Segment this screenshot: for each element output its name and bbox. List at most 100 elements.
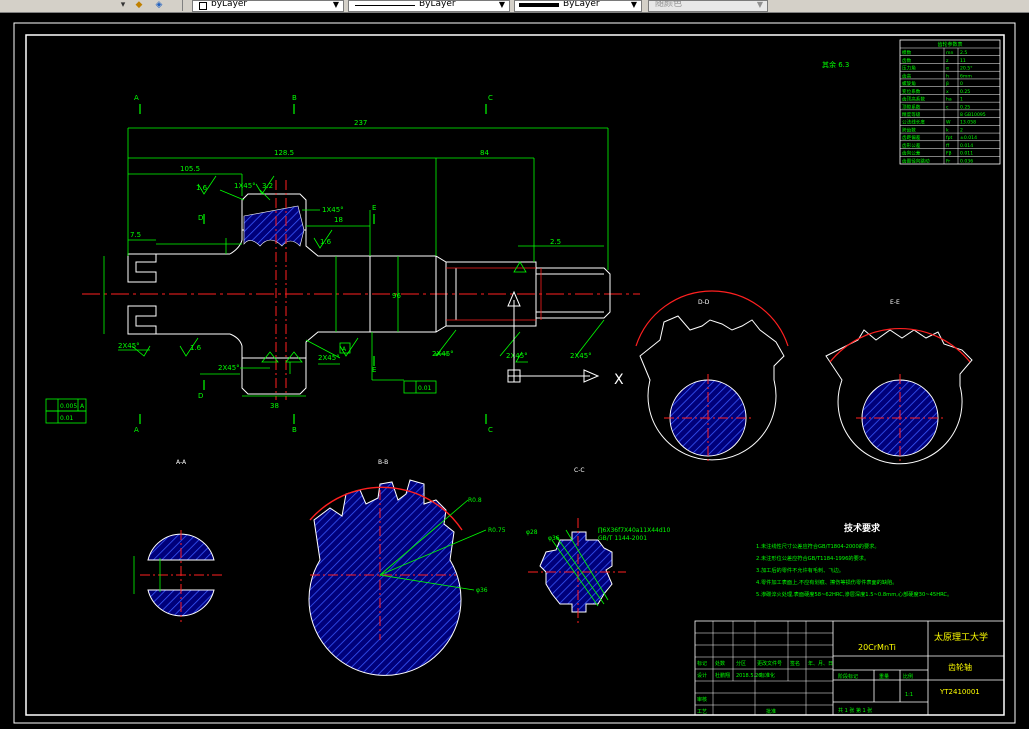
dim-96: 96 xyxy=(392,292,401,300)
linetype-combo[interactable]: ByLayer ▼ xyxy=(348,0,510,12)
tol-value-3: 0.01 xyxy=(418,385,432,392)
gear-param-name: 齿距偏差 xyxy=(902,134,921,141)
gear-param-symbol: z xyxy=(946,59,949,64)
chevron-down-icon: ▼ xyxy=(498,0,506,9)
section-mark-b-bottom: B xyxy=(292,426,297,434)
section-c-spline-view: C-C φ28 φ36 ∏6X36f7X40a11X44d10 GB/T 114… xyxy=(526,467,670,626)
section-mark-d-top: D xyxy=(198,214,203,222)
gear-param-symbol: k xyxy=(946,127,949,133)
tolerance-frame-3 xyxy=(403,380,437,394)
tb-date: 2018.5.26 xyxy=(736,673,761,679)
section-a-label: A-A xyxy=(176,459,187,466)
gear-param-value: 13.058 xyxy=(960,120,976,126)
section-a-view: A-A xyxy=(133,459,222,622)
linetype-combo-label: ByLayer xyxy=(419,0,456,9)
gear-outline-e xyxy=(825,329,973,465)
gear-param-symbol: h xyxy=(946,73,949,79)
gear-param-name: 模数 xyxy=(902,49,912,56)
chamfer-1x45-a: 1X45° xyxy=(234,182,256,190)
roughness-other-note: 其余 6.3 xyxy=(822,60,849,69)
section-mark-e-top: E xyxy=(372,204,376,212)
section-mark-e-bottom: E xyxy=(372,366,376,374)
tech-line-4: 4.零件加工表面上,不应有划痕、擦伤等损伤零件表面的缺陷。 xyxy=(756,578,897,586)
linetype-preview xyxy=(355,5,415,6)
roughness-symbol xyxy=(197,175,217,195)
gear-param-value: 2.5 xyxy=(960,50,967,56)
lineweight-combo[interactable]: ByLayer ▼ xyxy=(514,0,642,12)
title-block: 标记 处数 分区 更改文件号 签名 年、月、日 设计 杜鹏翔 2018.5.26… xyxy=(694,620,1005,716)
gear-param-name: 压力角 xyxy=(902,65,916,72)
section-mark-a-bottom: A xyxy=(134,426,139,434)
gear-param-value: 1 xyxy=(960,97,963,103)
section-e-label: E-E xyxy=(890,299,900,306)
gear-param-name: 齿形公差 xyxy=(902,142,921,149)
tb-material: 20CrMnTi xyxy=(858,643,896,652)
chamfer-1x45-b: 1X45° xyxy=(322,206,344,214)
section-mark-b-top: B xyxy=(292,94,297,102)
tb-scale: 1:1 xyxy=(905,692,913,698)
chamfer-2x45-d: 2X45° xyxy=(432,350,454,358)
chamfer-2x45-c: 2X45° xyxy=(318,354,340,362)
gear-param-value: 6mm xyxy=(960,73,972,79)
dim-r-b2: R0.75 xyxy=(488,527,506,534)
layer-combo[interactable]: byLayer ▼ xyxy=(192,0,344,12)
gear-param-name: 螺旋角 xyxy=(902,80,916,87)
plotstyle-combo[interactable]: 随颜色 ▼ xyxy=(648,0,768,12)
drawing-canvas[interactable]: A A B B C C D D E E 237 128.5 105.5 84 7… xyxy=(0,12,1029,729)
tol-value-1: 0.005 xyxy=(60,403,77,410)
ucs-icon xyxy=(507,290,600,383)
dim-d-c2: φ36 xyxy=(548,535,560,542)
gear-param-value: 11 xyxy=(960,58,966,64)
spline-standard: GB/T 1144-2001 xyxy=(598,535,647,542)
tb-weight: 重量 xyxy=(879,673,889,680)
plotstyle-combo-label: 随颜色 xyxy=(655,0,683,9)
tb-row-label-4: 更改文件号 xyxy=(757,660,782,667)
dropdown-arrow-icon[interactable]: ▾ xyxy=(120,0,126,10)
gear-param-symbol: Fr xyxy=(946,158,950,164)
gear-param-symbol: c xyxy=(946,105,949,110)
dim-overall: 237 xyxy=(354,119,367,127)
tb-row-label-6: 年、月、日 xyxy=(808,660,833,667)
tb-row-label-1: 标记 xyxy=(697,660,707,667)
tb-part-name: 齿轮轴 xyxy=(948,662,972,672)
dim-18: 18 xyxy=(334,216,343,224)
gear-param-name: 齿数 xyxy=(902,57,912,64)
chevron-down-icon: ▼ xyxy=(630,0,638,9)
tb-row-label-2: 处数 xyxy=(715,660,725,667)
dim-d-b: φ36 xyxy=(476,587,488,594)
dim-38: 38 xyxy=(270,402,279,410)
tb-craft: 工艺 xyxy=(697,709,707,715)
dim-128-5: 128.5 xyxy=(274,149,294,157)
lineweight-combo-label: ByLayer xyxy=(563,0,600,9)
ucs-x-label: X xyxy=(614,372,624,388)
tol-value-2: 0.01 xyxy=(60,415,74,422)
gear-param-value: 0.011 xyxy=(960,151,973,157)
gear-param-value: 0 xyxy=(960,81,963,87)
sheet-inner-border xyxy=(25,34,1005,716)
tb-row-label-5: 签名 xyxy=(790,660,800,667)
gear-param-symbol: x xyxy=(946,90,949,95)
gear-param-symbol: fpt xyxy=(946,135,953,141)
gear-param-value: ±0.014 xyxy=(960,135,977,141)
datum-a-label: A xyxy=(342,346,347,353)
gear-param-value: 0.014 xyxy=(960,143,973,149)
section-mark-d-bottom: D xyxy=(198,392,203,400)
layer-previous-icon[interactable]: ◈ xyxy=(155,0,163,10)
gear-param-value: 0.25 xyxy=(960,89,970,95)
chamfer-2x45-e: 2X45° xyxy=(506,352,528,360)
dim-105-5: 105.5 xyxy=(180,165,200,173)
section-b-label: B-B xyxy=(378,459,388,466)
gear-param-symbol: ha xyxy=(946,97,952,103)
roughness-b: 3.2 xyxy=(262,182,273,190)
gear-param-symbol: Fβ xyxy=(946,151,952,157)
tb-approve: 批准 xyxy=(766,708,776,715)
layer-states-icon[interactable]: ◆ xyxy=(135,0,143,10)
dim-d-c: φ28 xyxy=(526,529,538,536)
left-end-slot xyxy=(127,253,157,283)
shaft-main-view: A A B B C C D D E E 237 128.5 105.5 84 7… xyxy=(45,60,849,434)
layer-combo-label: byLayer xyxy=(211,0,248,9)
roughness-d: 1.6 xyxy=(190,344,202,352)
section-b-gear-view: B-B R0.8 R0.75 φ36 xyxy=(308,459,506,676)
tolerance-frame-2 xyxy=(45,410,87,424)
